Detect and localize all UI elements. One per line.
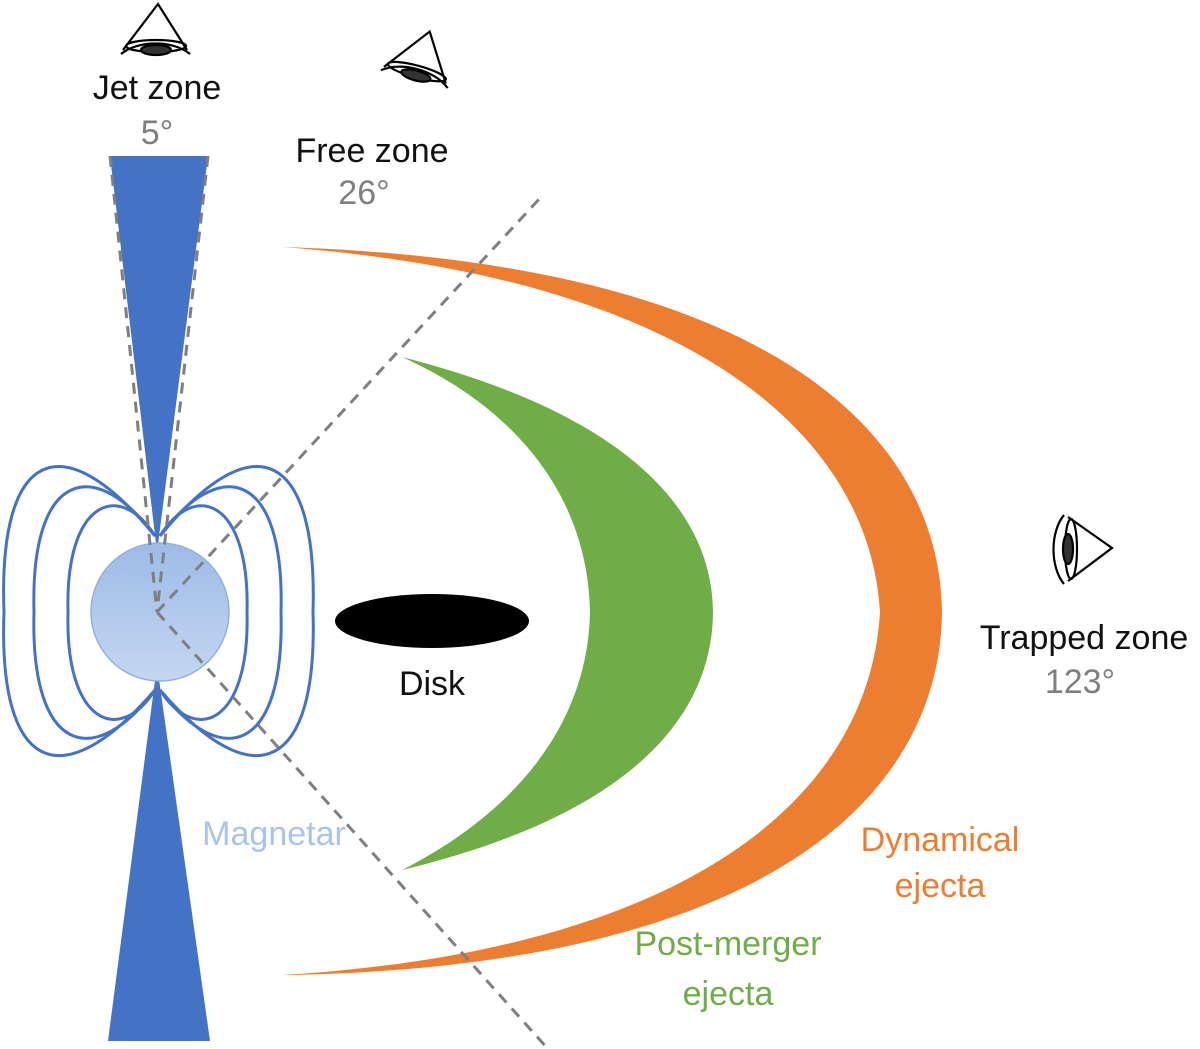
eye-icon-trapped [1052,514,1114,585]
jet-lower [108,665,210,1041]
post-merger-ejecta-label-line2: ejecta [683,975,774,1013]
eye-icon-jet [120,2,191,57]
dynamical-ejecta-label-line1: Dynamical [861,821,1020,859]
jet-upper [110,156,208,552]
disk-shape [335,594,529,648]
trapped-zone-angle: 123° [1045,663,1115,701]
zone-boundary-lines [108,155,550,1049]
post-merger-ejecta-shape [402,357,713,870]
trapped-zone-label: Trapped zone [980,619,1189,657]
jet-zone-angle: 5° [141,114,174,152]
eye-icon-free [380,29,449,89]
free-zone-angle: 26° [338,174,389,212]
disk-label: Disk [399,665,466,703]
magnetar-label: Magnetar [202,815,346,853]
free-zone-label: Free zone [295,132,448,170]
magnetic-field-lines [2,465,315,758]
dynamical-ejecta-label-line2: ejecta [895,867,986,905]
post-merger-ejecta-label-line1: Post-merger [634,925,821,963]
magnetar-sphere [90,542,230,682]
jet-zone-label: Jet zone [93,69,222,107]
